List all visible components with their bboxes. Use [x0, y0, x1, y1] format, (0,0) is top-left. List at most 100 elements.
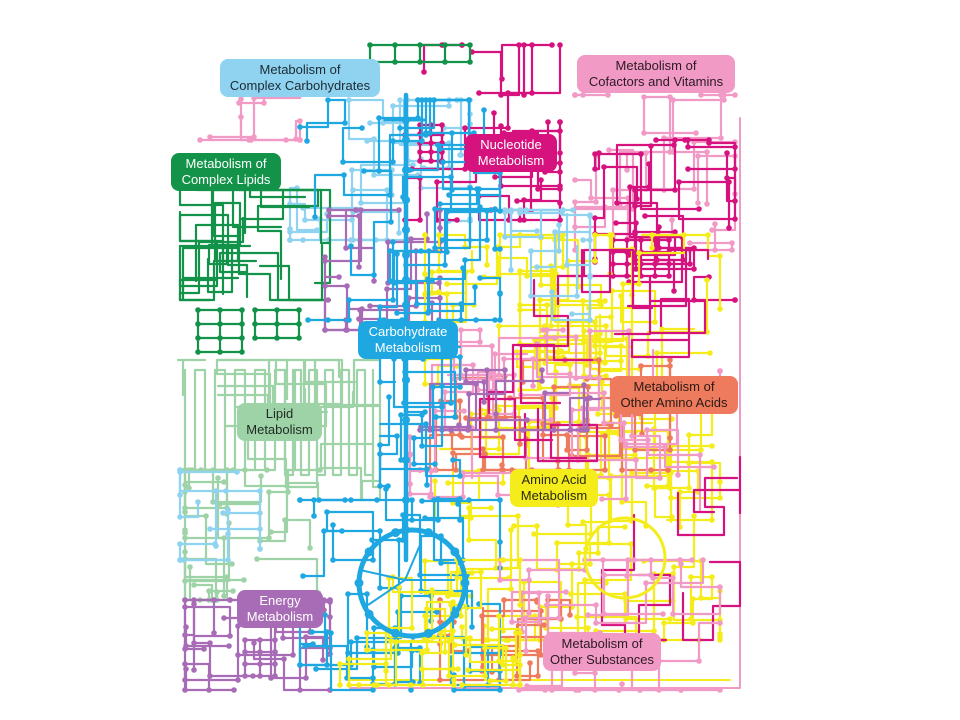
compound-node	[584, 396, 590, 402]
compound-node	[396, 230, 402, 236]
compound-node	[502, 209, 508, 215]
compound-node	[197, 137, 203, 143]
compound-node	[423, 421, 429, 427]
pathway-line	[519, 278, 570, 405]
compound-node	[346, 656, 352, 662]
compound-node	[557, 186, 563, 192]
compound-node	[394, 310, 400, 316]
compound-node	[417, 158, 423, 164]
compound-node	[437, 146, 443, 152]
compound-node	[325, 297, 331, 303]
compound-node	[303, 675, 309, 681]
compound-node	[257, 488, 263, 494]
compound-node	[425, 310, 431, 316]
compound-node	[496, 323, 502, 329]
compound-node	[195, 307, 201, 313]
compound-node	[652, 237, 658, 243]
compound-node	[501, 597, 507, 603]
compound-node	[601, 420, 607, 426]
compound-node	[407, 491, 413, 497]
compound-node	[538, 234, 544, 240]
pathway-line	[692, 455, 742, 515]
compound-node	[182, 509, 188, 515]
compound-node	[201, 646, 207, 652]
compound-node	[497, 539, 503, 545]
compound-node	[556, 222, 562, 228]
compound-node	[458, 152, 464, 158]
compound-node	[251, 134, 257, 140]
label-lipid-metabolism: Lipid Metabolism	[237, 403, 322, 441]
compound-node	[419, 650, 425, 656]
compound-node	[632, 452, 638, 458]
compound-node	[217, 335, 223, 341]
compound-node	[242, 637, 248, 643]
compound-node	[497, 317, 503, 323]
compound-node	[419, 138, 425, 144]
compound-node	[421, 69, 427, 75]
compound-node	[422, 558, 428, 564]
compound-node	[339, 528, 345, 534]
compound-node	[374, 497, 380, 503]
pathway-line	[586, 558, 682, 617]
compound-node	[484, 208, 490, 214]
compound-node	[242, 649, 248, 655]
compound-node	[419, 443, 425, 449]
compound-node	[195, 349, 201, 355]
compound-node	[350, 187, 356, 193]
pathway-line	[437, 233, 489, 273]
compound-node	[377, 528, 383, 534]
compound-node	[624, 237, 630, 243]
compound-node	[573, 687, 579, 693]
compound-node	[314, 227, 320, 233]
compound-node	[496, 255, 502, 261]
compound-node	[556, 615, 562, 621]
compound-node	[183, 624, 189, 630]
compound-node	[557, 217, 563, 223]
compound-node	[402, 226, 410, 234]
compound-node	[524, 417, 530, 423]
compound-node	[633, 457, 639, 463]
compound-node	[580, 92, 586, 98]
compound-node	[449, 130, 455, 136]
compound-node	[466, 505, 472, 511]
compound-node	[231, 687, 237, 693]
compound-node	[371, 172, 377, 178]
pathway-line	[446, 336, 557, 416]
compound-node	[481, 379, 487, 385]
compound-node	[455, 666, 461, 672]
compound-node	[345, 650, 351, 656]
compound-node	[556, 248, 562, 254]
compound-node	[446, 673, 452, 679]
compound-node	[513, 630, 519, 636]
compound-node	[207, 640, 213, 646]
pathway-line	[298, 498, 347, 518]
compound-node	[503, 678, 509, 684]
pathway-line	[378, 252, 404, 322]
compound-node	[691, 186, 697, 192]
compound-node	[610, 187, 616, 193]
compound-node	[371, 136, 377, 142]
compound-node	[476, 186, 482, 192]
compound-node	[284, 483, 290, 489]
compound-node	[415, 97, 421, 103]
compound-node	[356, 264, 362, 270]
pathway-line	[503, 208, 543, 272]
compound-node	[501, 356, 507, 362]
compound-node	[322, 612, 328, 618]
compound-node	[695, 200, 701, 206]
compound-node	[226, 643, 232, 649]
compound-node	[322, 327, 328, 333]
compound-node	[341, 172, 347, 178]
cycle-node	[423, 628, 433, 638]
compound-node	[526, 610, 532, 616]
compound-node	[394, 251, 400, 257]
compound-node	[257, 637, 263, 643]
compound-node	[282, 517, 288, 523]
compound-node	[687, 261, 693, 267]
pathway-line	[327, 208, 401, 269]
compound-node	[721, 92, 727, 98]
compound-node	[667, 447, 673, 453]
compound-node	[492, 351, 498, 357]
compound-node	[402, 251, 410, 259]
compound-node	[668, 495, 674, 501]
